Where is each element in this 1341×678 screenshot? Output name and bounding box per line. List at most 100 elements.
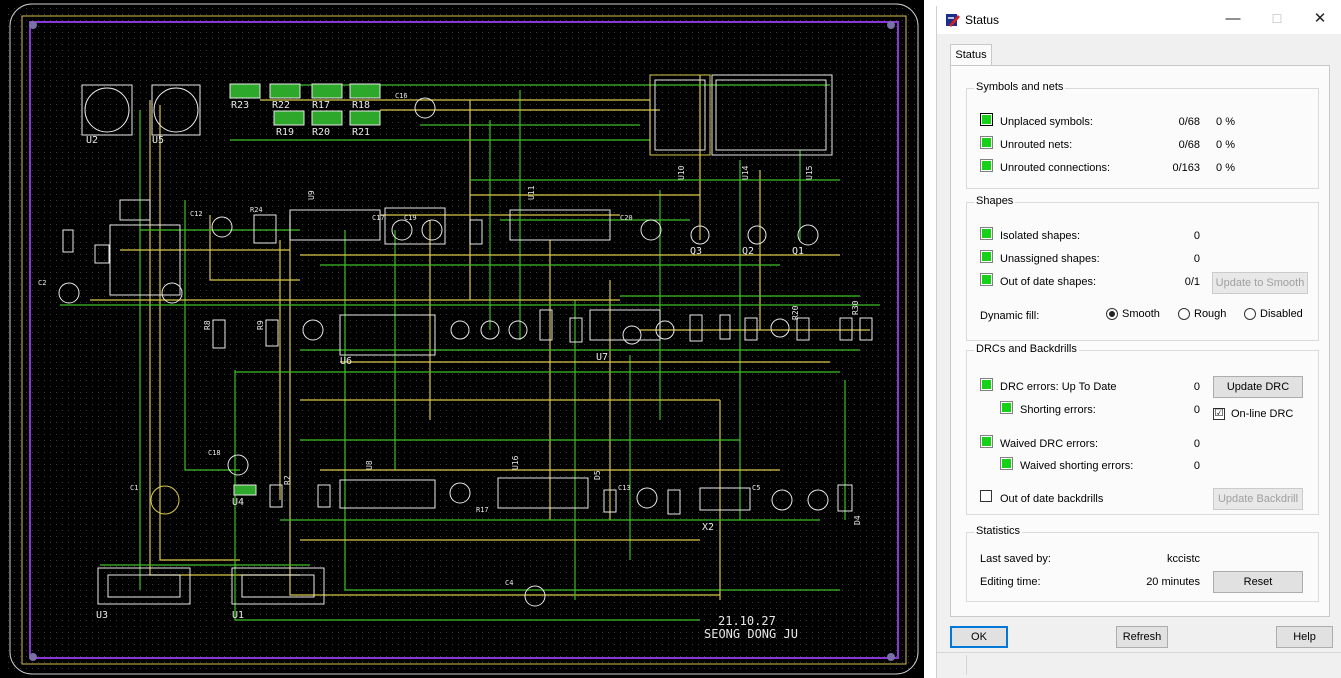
- shorting-errors-value: 0: [1193, 404, 1200, 416]
- title-bar[interactable]: Status — ☐ ✕: [937, 6, 1341, 34]
- board-outline: [29, 21, 899, 659]
- update-drc-button[interactable]: Update DRC: [1213, 376, 1303, 398]
- fill-rough-label: Rough: [1194, 308, 1227, 320]
- svg-text:C13: C13: [618, 484, 631, 492]
- svg-text:R2: R2: [283, 475, 292, 485]
- svg-text:U10: U10: [677, 165, 686, 180]
- close-button[interactable]: ✕: [1313, 10, 1327, 27]
- svg-text:R18: R18: [352, 100, 370, 111]
- svg-text:R19: R19: [276, 127, 294, 138]
- tab-panel-status: Symbols and nets Unplaced symbols: 0/68 …: [950, 65, 1330, 617]
- pcb-canvas[interactable]: U2 U5 R23 R22 R17 R18 R19 R20 R21 C16 R2…: [0, 0, 924, 678]
- last-saved-value: kccistc: [1167, 553, 1200, 565]
- group-title-shapes: Shapes: [974, 195, 1016, 207]
- svg-text:U4: U4: [232, 497, 244, 508]
- waived-shorting-label: Waived shorting errors:: [1020, 460, 1134, 472]
- svg-text:X2: X2: [702, 522, 714, 533]
- board-edge: [9, 3, 919, 675]
- svg-text:C2: C2: [38, 279, 46, 287]
- status-dialog: Status — ☐ ✕ Status Symbols and nets Unp…: [936, 6, 1341, 678]
- update-to-smooth-button[interactable]: Update to Smooth: [1212, 272, 1308, 294]
- svg-text:R9: R9: [256, 320, 265, 330]
- svg-text:R20: R20: [312, 127, 330, 138]
- svg-text:C5: C5: [752, 484, 760, 492]
- group-symbols-nets: Symbols and nets Unplaced symbols: 0/68 …: [966, 81, 1319, 189]
- update-backdrill-button[interactable]: Update Backdrill: [1213, 488, 1303, 510]
- tab-status[interactable]: Status: [950, 44, 992, 66]
- svg-text:R22: R22: [272, 100, 290, 111]
- svg-text:U9: U9: [307, 190, 316, 200]
- drc-errors-label: DRC errors: Up To Date: [1000, 381, 1117, 393]
- svg-text:U5: U5: [152, 135, 164, 146]
- pcb-silkscreen-labels: U2 U5 R23 R22 R17 R18 R19 R20 R21 C16 R2…: [38, 92, 804, 621]
- svg-text:U14: U14: [741, 165, 750, 180]
- unassigned-shapes-indicator: [980, 250, 993, 263]
- unplaced-symbols-percent: 0 %: [1216, 116, 1235, 128]
- out-of-date-shapes-value: 0/1: [1184, 276, 1200, 288]
- svg-text:U15: U15: [805, 165, 814, 180]
- fill-rough-radio[interactable]: [1178, 308, 1190, 320]
- unrouted-nets-percent: 0 %: [1216, 139, 1235, 151]
- minimize-button[interactable]: —: [1225, 10, 1241, 27]
- online-drc-checkbox[interactable]: ☑: [1213, 408, 1225, 420]
- svg-text:C4: C4: [505, 579, 513, 587]
- svg-text:C18: C18: [208, 449, 221, 457]
- svg-text:U16: U16: [511, 455, 520, 470]
- pcb-components: [58, 74, 873, 607]
- fill-disabled-label: Disabled: [1260, 308, 1303, 320]
- group-title-symbols-nets: Symbols and nets: [974, 81, 1066, 93]
- svg-text:C1: C1: [130, 484, 138, 492]
- drc-errors-value: 0: [1193, 381, 1200, 393]
- isolated-shapes-label: Isolated shapes:: [1000, 230, 1081, 242]
- svg-text:C16: C16: [395, 92, 408, 100]
- reset-button[interactable]: Reset: [1213, 571, 1303, 593]
- fill-smooth-radio[interactable]: [1106, 308, 1118, 320]
- drc-errors-indicator: [980, 378, 993, 391]
- help-button[interactable]: Help: [1276, 626, 1333, 648]
- waived-shorting-value: 0: [1193, 460, 1200, 472]
- pcb-board-drawing: U2 U5 R23 R22 R17 R18 R19 R20 R21 C16 R2…: [8, 3, 919, 675]
- svg-text:U7: U7: [596, 352, 608, 363]
- out-of-date-shapes-label: Out of date shapes:: [1000, 276, 1097, 288]
- svg-text:R8: R8: [203, 320, 212, 330]
- pcb-vertical-labels: U9 U11 U10 U14 U15 U8 U16 R8 R9 D4 D5 R2…: [203, 165, 862, 525]
- fill-disabled-radio[interactable]: [1244, 308, 1256, 320]
- svg-text:C17: C17: [372, 214, 385, 222]
- unplaced-symbols-count: 0/68: [1178, 116, 1200, 128]
- unrouted-nets-label: Unrouted nets:: [1000, 139, 1073, 151]
- svg-text:R30: R30: [851, 300, 860, 315]
- group-title-statistics: Statistics: [974, 525, 1023, 537]
- svg-text:D5: D5: [593, 470, 602, 480]
- unrouted-connections-percent: 0 %: [1216, 162, 1235, 174]
- isolated-shapes-indicator: [980, 227, 993, 240]
- group-statistics: Statistics Last saved by: kccistc Editin…: [966, 525, 1319, 602]
- svg-text:U8: U8: [365, 460, 374, 470]
- ok-button[interactable]: OK: [950, 626, 1008, 648]
- svg-text:R17: R17: [312, 100, 330, 111]
- isolated-shapes-value: 0: [1193, 230, 1200, 242]
- unplaced-symbols-indicator: [980, 113, 993, 126]
- svg-text:C19: C19: [404, 214, 417, 222]
- shorting-errors-indicator: [1000, 401, 1013, 414]
- svg-text:R20: R20: [791, 305, 800, 320]
- unassigned-shapes-label: Unassigned shapes:: [1000, 253, 1100, 265]
- unrouted-nets-count: 0/68: [1178, 139, 1200, 151]
- maximize-button[interactable]: ☐: [1271, 12, 1283, 26]
- shorting-errors-label: Shorting errors:: [1020, 404, 1096, 416]
- backdrills-checkbox[interactable]: [980, 490, 992, 502]
- status-bar-cell: [939, 655, 967, 675]
- svg-text:Q1: Q1: [792, 246, 804, 257]
- group-shapes: Shapes Isolated shapes: 0 Unassigned sha…: [966, 195, 1319, 341]
- svg-text:R23: R23: [231, 100, 249, 111]
- svg-text:U3: U3: [96, 610, 108, 621]
- svg-text:D4: D4: [853, 515, 862, 525]
- unrouted-connections-indicator: [980, 159, 993, 172]
- app-icon: [946, 14, 960, 27]
- pcb-date-text: 21.10.27: [718, 614, 776, 628]
- pcb-author-text: SEONG DONG JU: [704, 627, 798, 641]
- dynamic-fill-label: Dynamic fill:: [980, 310, 1040, 322]
- svg-text:R24: R24: [250, 206, 263, 214]
- refresh-button[interactable]: Refresh: [1116, 626, 1168, 648]
- waived-shorting-indicator: [1000, 457, 1013, 470]
- svg-text:U6: U6: [340, 356, 352, 367]
